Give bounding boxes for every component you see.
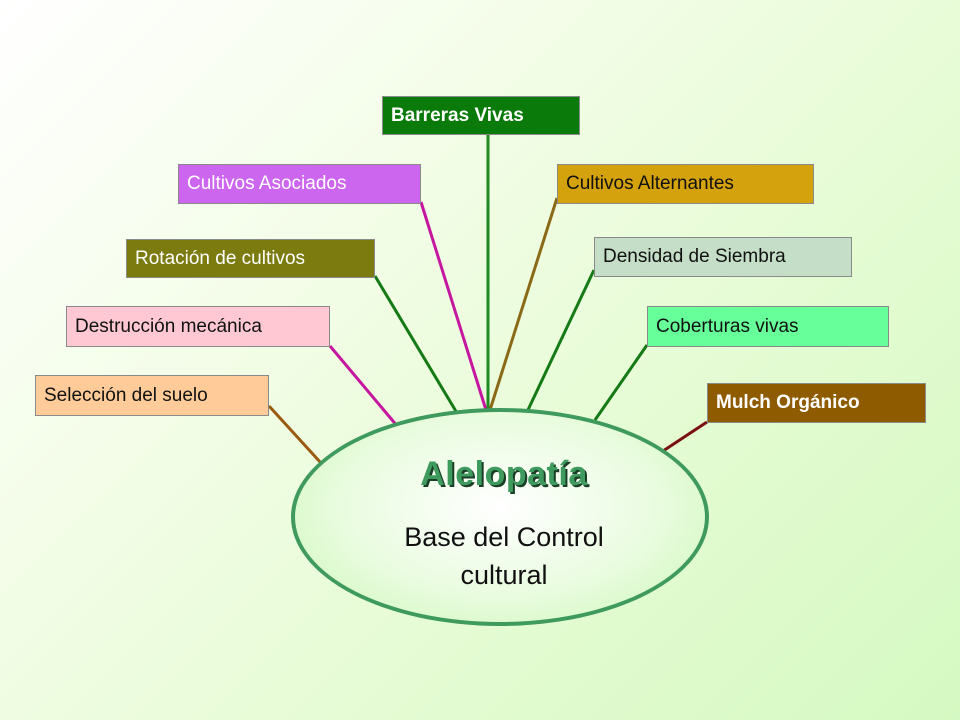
connector-coberturas — [593, 344, 649, 421]
node-coberturas-vivas: Coberturas vivas — [647, 306, 889, 347]
connector-cult_alt — [488, 197, 559, 411]
node-destruccion-mecanica: Destrucción mecánica — [66, 306, 330, 347]
node-densidad-siembra: Densidad de Siembra — [594, 237, 852, 277]
connector-mulch — [662, 420, 708, 453]
node-label: Coberturas vivas — [656, 315, 799, 337]
center-subtitle-line1: Base del Control — [404, 522, 604, 552]
center-title: Alelopatía — [420, 455, 588, 493]
node-label: Destrucción mecánica — [75, 315, 262, 337]
node-label: Selección del suelo — [44, 384, 208, 406]
node-label: Cultivos Asociados — [187, 173, 347, 194]
connector-cult_asoc — [419, 201, 488, 411]
node-label: Mulch Orgánico — [716, 392, 860, 413]
connector-densidad — [525, 269, 596, 413]
node-seleccion-suelo: Selección del suelo — [35, 375, 269, 416]
node-label: Barreras Vivas — [391, 104, 524, 126]
node-mulch-organico: Mulch Orgánico — [707, 383, 926, 423]
node-label: Cultivos Alternantes — [566, 173, 734, 194]
connector-seleccion — [267, 404, 323, 465]
connector-rotacion — [373, 275, 459, 414]
node-rotacion-cultivos: Rotación de cultivos — [126, 239, 375, 278]
node-cultivos-alternantes: Cultivos Alternantes — [557, 164, 814, 204]
node-barreras-vivas: Barreras Vivas — [382, 96, 580, 135]
center-ellipse: Alelopatía Base del Control cultural — [291, 408, 709, 626]
node-label: Rotación de cultivos — [135, 247, 306, 269]
center-subtitle-line2: cultural — [460, 560, 548, 590]
node-label: Densidad de Siembra — [603, 246, 786, 267]
connector-destruccion — [328, 345, 400, 428]
node-cultivos-asociados: Cultivos Asociados — [178, 164, 421, 204]
